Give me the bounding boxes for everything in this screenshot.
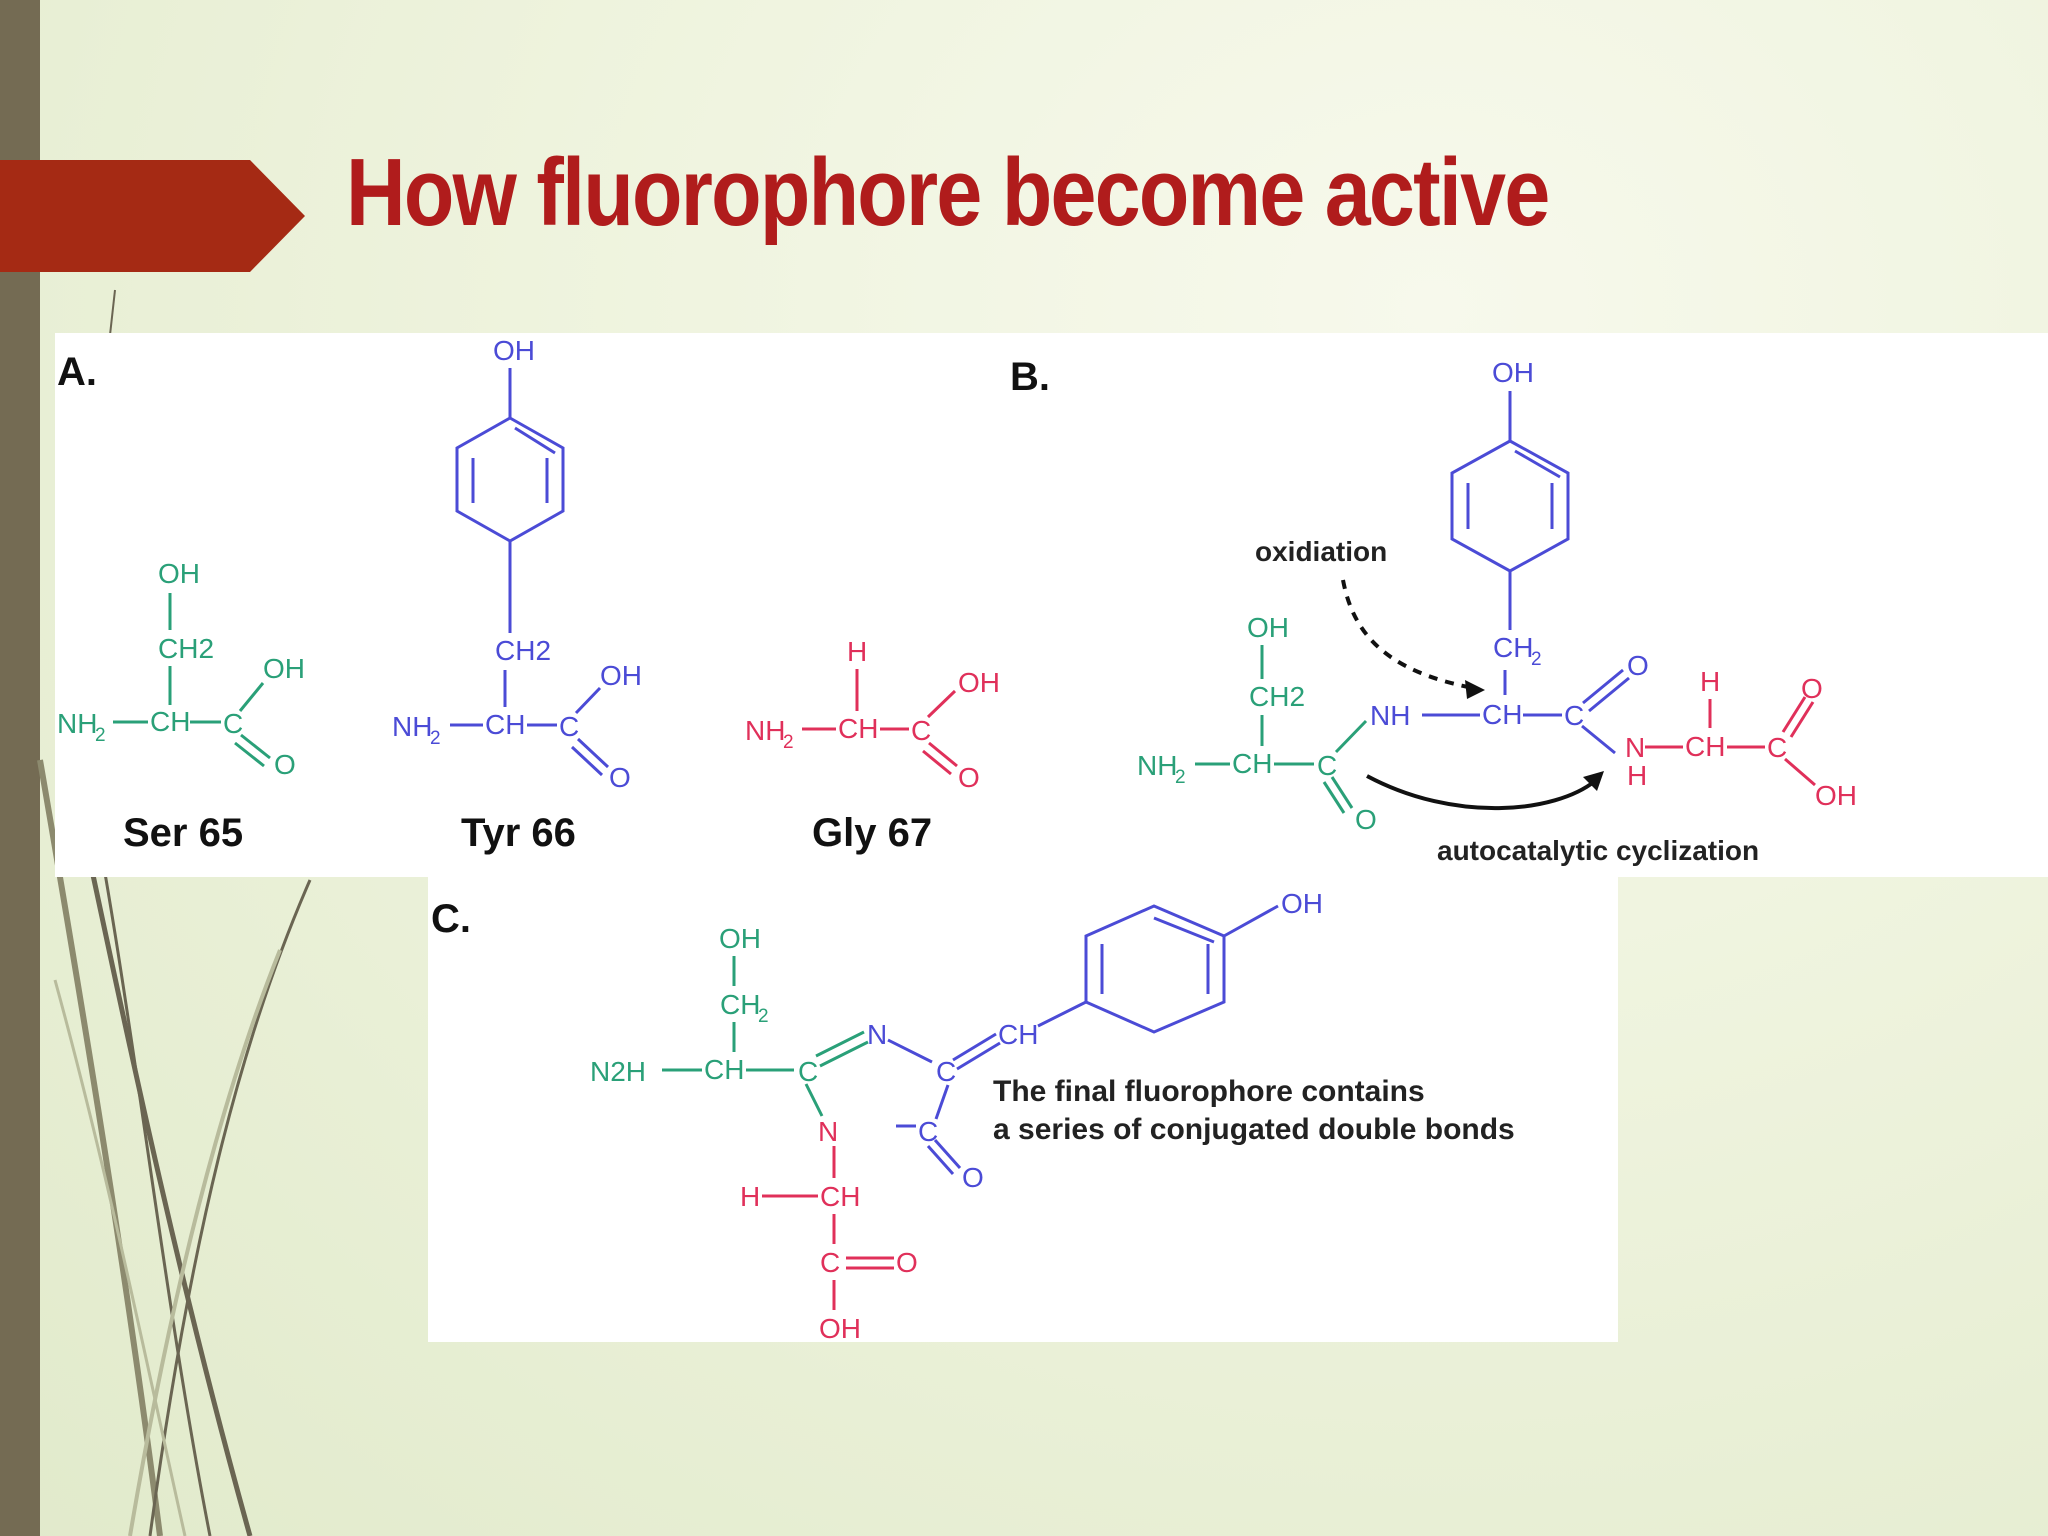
svg-text:H: H	[847, 636, 867, 667]
svg-text:2: 2	[1175, 767, 1186, 788]
svg-text:CH2: CH2	[1249, 681, 1305, 712]
svg-text:C: C	[559, 711, 579, 742]
b-tyr-residue: OH CH 2 NH CH C O	[1370, 357, 1649, 755]
b-ser-residue: OH CH2 NH 2 CH C O	[1137, 612, 1377, 835]
svg-text:N2H: N2H	[590, 1056, 646, 1087]
svg-text:C: C	[936, 1056, 956, 1087]
svg-text:N: N	[1625, 732, 1645, 763]
svg-text:O: O	[962, 1162, 984, 1193]
svg-text:2: 2	[430, 728, 441, 749]
svg-text:CH: CH	[704, 1054, 744, 1085]
ser65-structure: OH CH2 NH 2 CH C OH O	[57, 558, 305, 780]
svg-text:O: O	[609, 762, 631, 793]
svg-text:OH: OH	[1247, 612, 1289, 643]
svg-text:OH: OH	[1815, 780, 1857, 811]
svg-text:C: C	[918, 1116, 938, 1147]
svg-text:O: O	[1801, 673, 1823, 704]
svg-text:O: O	[1355, 804, 1377, 835]
svg-text:OH: OH	[1281, 888, 1323, 919]
svg-text:O: O	[958, 762, 980, 793]
slide-title: How fluorophore become active	[346, 139, 1550, 246]
svg-text:NH: NH	[745, 715, 785, 746]
svg-text:CH: CH	[998, 1019, 1038, 1050]
fluorophore-caption-line2: a series of conjugated double bonds	[993, 1113, 1515, 1146]
gly67-caption: Gly 67	[812, 811, 932, 855]
svg-text:CH: CH	[820, 1181, 860, 1212]
svg-text:N: N	[818, 1116, 838, 1147]
amino-acids-panel: A. B. OH CH2 NH 2 CH C OH O Ser 65 OH CH…	[55, 333, 2048, 877]
svg-text:OH: OH	[600, 660, 642, 691]
tyr66-structure: OH CH2 NH 2 CH C OH O	[392, 335, 642, 793]
svg-text:OH: OH	[158, 558, 200, 589]
svg-text:2: 2	[783, 732, 794, 753]
svg-text:C: C	[1767, 732, 1787, 763]
svg-text:C: C	[1564, 700, 1584, 731]
svg-text:CH: CH	[720, 989, 760, 1020]
c-ser-part: OH CH 2 N2H CH C	[590, 923, 818, 1087]
svg-text:CH: CH	[485, 709, 525, 740]
label-b: B.	[1010, 355, 1050, 399]
svg-text:NH: NH	[57, 708, 97, 739]
svg-text:C: C	[798, 1056, 818, 1087]
c-imidazolone-ring: N C C O CH OH	[815, 888, 1323, 1193]
ser65-caption: Ser 65	[123, 811, 243, 855]
svg-text:CH: CH	[1482, 699, 1522, 730]
svg-text:H: H	[740, 1181, 760, 1212]
svg-text:CH2: CH2	[495, 635, 551, 666]
svg-text:2: 2	[758, 1006, 769, 1027]
svg-text:O: O	[274, 749, 296, 780]
svg-text:N: N	[867, 1019, 887, 1050]
svg-text:CH: CH	[1232, 748, 1272, 779]
svg-text:NH: NH	[1137, 750, 1177, 781]
svg-text:CH: CH	[150, 706, 190, 737]
svg-text:OH: OH	[819, 1313, 861, 1342]
tyr66-caption: Tyr 66	[461, 811, 576, 855]
svg-text:CH: CH	[1685, 731, 1725, 762]
svg-text:OH: OH	[493, 335, 535, 366]
svg-text:2: 2	[95, 725, 106, 746]
cyclization-label: autocatalytic cyclization	[1437, 835, 1759, 866]
svg-text:C: C	[223, 708, 243, 739]
svg-text:OH: OH	[1492, 357, 1534, 388]
gly67-structure: H NH 2 CH C OH O	[745, 636, 1000, 793]
c-gly-part: N H CH C O OH	[740, 1083, 918, 1342]
svg-text:OH: OH	[958, 667, 1000, 698]
fluorophore-caption-line1: The final fluorophore contains	[993, 1075, 1425, 1108]
fluorophore-panel: C. The final fluorophore contains a seri…	[428, 876, 1618, 1342]
svg-text:CH2: CH2	[158, 633, 214, 664]
svg-text:OH: OH	[719, 923, 761, 954]
svg-text:O: O	[1627, 650, 1649, 681]
svg-text:H: H	[1627, 760, 1647, 791]
svg-text:C: C	[1317, 750, 1337, 781]
label-a: A.	[57, 350, 97, 394]
svg-text:O: O	[896, 1247, 918, 1278]
svg-text:OH: OH	[263, 653, 305, 684]
svg-text:CH: CH	[838, 713, 878, 744]
svg-text:C: C	[911, 715, 931, 746]
svg-text:2: 2	[1531, 649, 1542, 670]
title-arrow-banner	[0, 160, 305, 272]
svg-text:NH: NH	[1370, 700, 1410, 731]
svg-text:H: H	[1700, 666, 1720, 697]
label-c: C.	[431, 897, 471, 941]
oxidation-arrow	[1341, 579, 1474, 690]
svg-text:C: C	[820, 1247, 840, 1278]
cyclization-arrow	[1366, 774, 1597, 811]
b-gly-residue: H N H CH C O OH	[1625, 666, 1857, 811]
svg-text:NH: NH	[392, 711, 432, 742]
svg-text:CH: CH	[1493, 632, 1533, 663]
oxidation-label: oxidiation	[1255, 536, 1387, 567]
